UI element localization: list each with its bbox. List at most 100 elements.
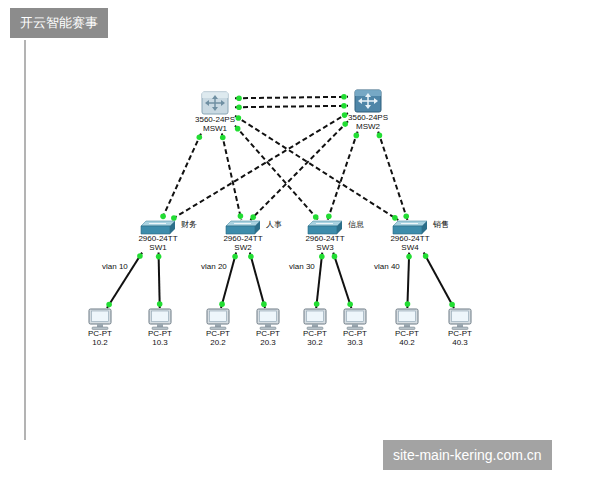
node-body: PC-PT40.2 (393, 308, 421, 348)
device-model: 2960-24TT (305, 235, 344, 244)
department-label: 财务 (181, 221, 197, 230)
node-body: 2960-24TTSW3 (305, 220, 344, 253)
port-light (261, 301, 267, 307)
pc-icon (254, 308, 282, 330)
node-body: 2960-24TTSW2 (223, 220, 262, 253)
access-switch: 2960-24TTSW1 财务 (138, 220, 196, 253)
trunk-link (161, 134, 201, 220)
department-label: 信息 (348, 221, 364, 230)
pc-icon (393, 308, 421, 330)
access-link (333, 253, 351, 308)
port-light (342, 121, 348, 127)
access-link (316, 253, 322, 308)
access-link (407, 253, 409, 308)
port-light (313, 214, 319, 220)
device-model: PC-PT (448, 330, 472, 339)
pc-host: PC-PT10.2 (86, 308, 114, 348)
node-body: PC-PT30.2 (301, 308, 329, 348)
node-body: PC-PT20.3 (254, 308, 282, 348)
node-body: 2960-24TTSW1 (138, 220, 177, 253)
port-light (250, 214, 256, 220)
device-model: 2960-24TT (390, 235, 429, 244)
access-switch: 2960-24TTSW4 销售 (390, 220, 448, 253)
device-model: PC-PT (395, 330, 419, 339)
device-model: PC-PT (148, 330, 172, 339)
pc-icon (204, 308, 232, 330)
access-link (250, 253, 265, 308)
port-light (157, 301, 163, 307)
port-light (405, 301, 411, 307)
pc-host: PC-PT20.3 (254, 308, 282, 348)
node-body: PC-PT20.2 (204, 308, 232, 348)
device-name: 40.3 (452, 339, 468, 348)
access-switch-icon (225, 220, 261, 235)
trunk-link (235, 97, 348, 98)
device-name: 30.2 (307, 339, 323, 348)
multilayer-switch: 3560-24PSMSW1 (195, 90, 235, 134)
pc-host: PC-PT30.3 (341, 308, 369, 348)
node-body: PC-PT10.3 (146, 308, 174, 348)
device-name: 10.3 (152, 339, 168, 348)
node-body: PC-PT40.3 (446, 308, 474, 348)
watermark: site-main-kering.com.cn (383, 440, 552, 470)
device-name: SW1 (149, 244, 166, 253)
device-name: MSW1 (203, 125, 227, 134)
port-light (238, 213, 244, 219)
port-light (314, 301, 320, 307)
access-link (424, 253, 454, 308)
trunk-link (328, 132, 358, 220)
node-body: PC-PT10.2 (86, 308, 114, 348)
pc-host: PC-PT20.2 (204, 308, 232, 348)
node-body: 2960-24TTSW4 (390, 220, 429, 253)
port-light (236, 95, 242, 101)
vlan-label: vlan 10 (101, 263, 129, 272)
access-link (221, 253, 236, 308)
pc-icon (446, 308, 474, 330)
device-model: 2960-24TT (223, 235, 262, 244)
department-label: 销售 (433, 221, 449, 230)
port-light (197, 134, 203, 140)
device-name: 20.2 (210, 339, 226, 348)
port-light (392, 215, 398, 221)
port-light (354, 133, 360, 139)
port-light (106, 302, 112, 308)
port-light (423, 253, 429, 259)
margin-rule (24, 40, 26, 440)
trunk-link (250, 121, 348, 220)
vlan-label: vlan 30 (288, 263, 316, 272)
trunk-link (235, 106, 348, 107)
access-switch: 2960-24TTSW3 信息 (305, 220, 363, 253)
device-model: 3560-24PS (348, 114, 388, 123)
node-body: 3560-24PSMSW1 (195, 90, 235, 134)
vlan-label: vlan 20 (200, 263, 228, 272)
access-switch: 2960-24TTSW2 人事 (223, 220, 281, 253)
port-light (220, 135, 226, 141)
pc-host: PC-PT10.3 (146, 308, 174, 348)
port-light (341, 94, 347, 100)
port-light (326, 213, 332, 219)
device-name: MSW2 (356, 123, 380, 132)
device-model: PC-PT (88, 330, 112, 339)
multilayer-switch-icon (200, 90, 230, 116)
node-body: 3560-24PSMSW2 (348, 88, 388, 132)
watermark: 开云智能赛事 (10, 8, 108, 38)
pc-icon (146, 308, 174, 330)
device-model: PC-PT (206, 330, 230, 339)
device-model: 2960-24TT (138, 235, 177, 244)
pc-icon (301, 308, 329, 330)
pc-host: PC-PT40.2 (393, 308, 421, 348)
access-link (107, 253, 142, 308)
port-light (156, 254, 162, 260)
pc-host: PC-PT40.3 (446, 308, 474, 348)
port-light (236, 104, 242, 110)
port-light (236, 115, 242, 121)
vlan-label: vlan 40 (373, 263, 401, 272)
department-label: 人事 (266, 221, 282, 230)
port-light (219, 301, 225, 307)
port-light (406, 254, 412, 260)
port-light (171, 215, 177, 221)
access-switch-icon (140, 220, 176, 235)
device-model: PC-PT (256, 330, 280, 339)
